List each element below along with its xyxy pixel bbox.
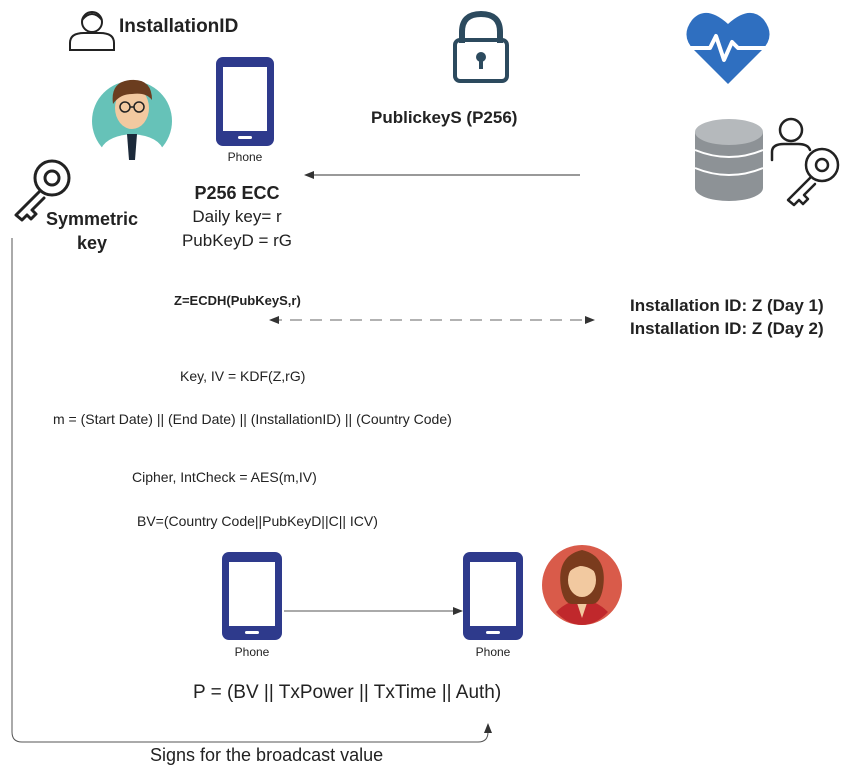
heart-icon — [686, 12, 770, 85]
phone-icon-receiver — [463, 552, 523, 640]
cipher-formula: Cipher, IntCheck = AES(m,IV) — [132, 469, 317, 485]
phone-icon-sender — [222, 552, 282, 640]
phone-sender-label: Phone — [234, 645, 270, 659]
publickeys-label: PublickeyS (P256) — [371, 108, 518, 127]
user-key-icon — [770, 117, 840, 207]
woman-avatar — [542, 545, 622, 625]
database-icon — [694, 119, 764, 201]
pubkeyd-text: PubKeyD = rG — [181, 231, 293, 250]
man-avatar — [92, 79, 172, 162]
lock-icon — [453, 10, 509, 83]
signing-flow-line — [11, 238, 492, 743]
payload-formula: P = (BV || TxPower || TxTime || Auth) — [193, 682, 502, 703]
installation-id-title: InstallationID — [119, 16, 239, 37]
phone-icon-top — [216, 57, 274, 146]
kdf-label: Key, IV = KDF(Z,rG) — [180, 368, 306, 384]
installation-day1: Installation ID: Z (Day 1) — [630, 296, 824, 315]
daily-key-text: Daily key= r — [192, 207, 282, 226]
symmetric-key-label-1: Symmetric — [45, 209, 139, 229]
message-formula: m = (Start Date) || (End Date) || (Insta… — [53, 411, 452, 427]
ecdh-label: Z=ECDH(PubKeyS,r) — [174, 293, 301, 308]
phone-receiver-label: Phone — [475, 645, 511, 659]
phone-top-label: Phone — [227, 150, 263, 164]
bv-formula: BV=(Country Code||PubKeyD||C|| ICV) — [137, 513, 378, 529]
signs-caption: Signs for the broadcast value — [150, 745, 384, 765]
installation-day2: Installation ID: Z (Day 2) — [630, 319, 824, 338]
key-icon-left — [14, 159, 71, 222]
symmetric-key-label-2: key — [76, 233, 108, 253]
user-icon — [69, 11, 115, 51]
p256-ecc-heading: P256 ECC — [194, 183, 280, 203]
